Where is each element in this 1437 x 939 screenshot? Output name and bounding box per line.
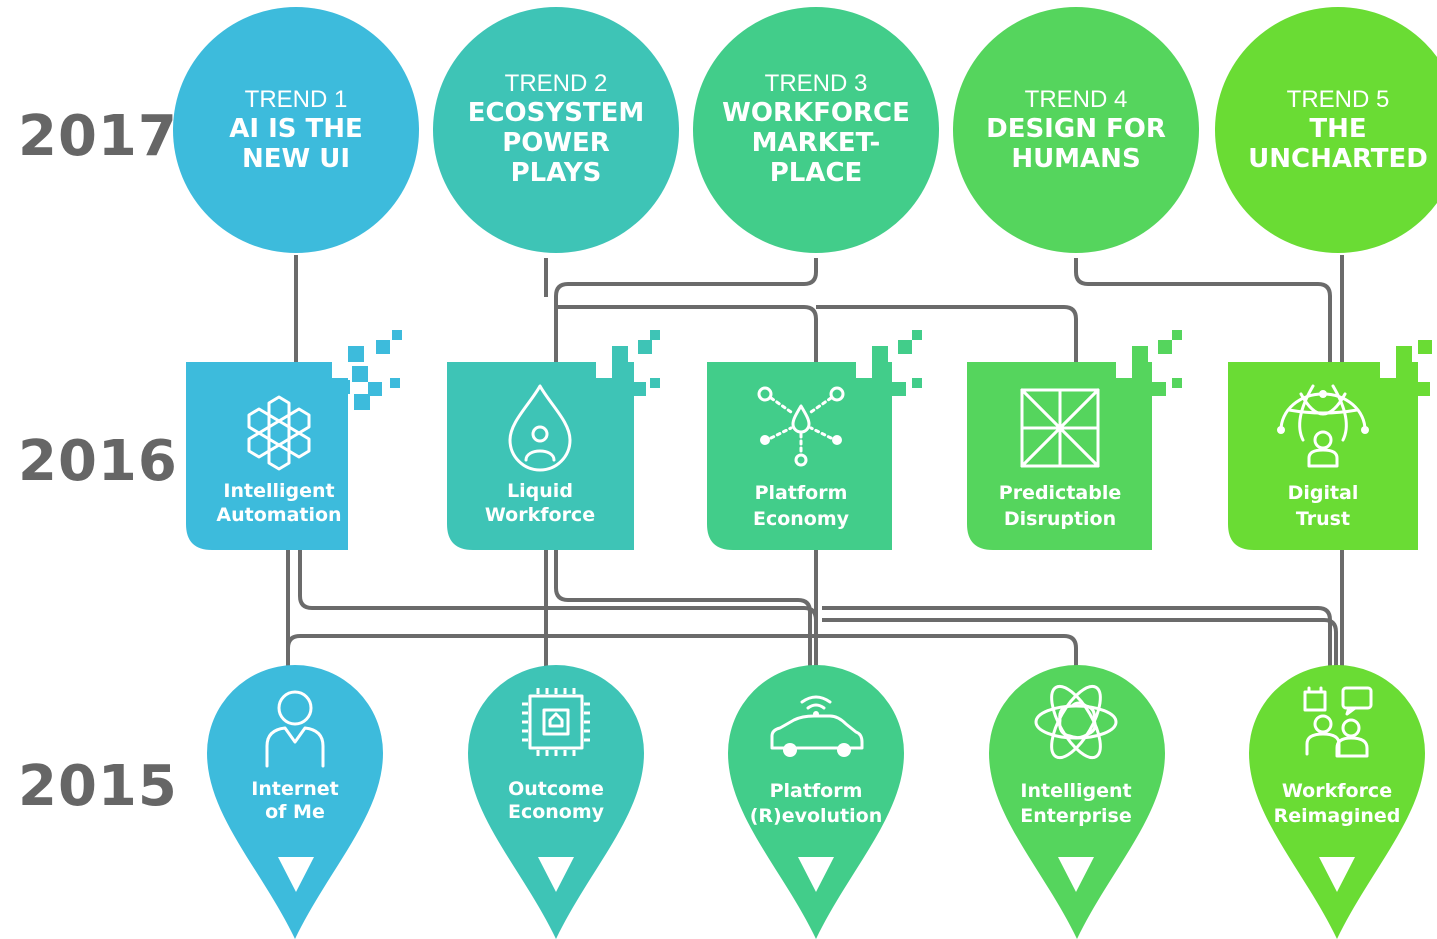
pin-4-label-line1: Intelligent xyxy=(1020,780,1131,802)
trend-2016-tile-5[interactable]: Digital Trust xyxy=(1228,340,1432,550)
down-triangle-icon xyxy=(1058,857,1094,892)
tile-4-label-line2: Disruption xyxy=(1004,508,1116,530)
pinwheel-icon xyxy=(1020,388,1100,468)
tile-3-label-line2: Economy xyxy=(753,508,850,530)
brain-atom-icon xyxy=(1034,684,1118,760)
trend-3-title-line3: PLACE xyxy=(770,158,863,188)
trend-2016-tile-2[interactable]: Liquid Workforce xyxy=(447,330,660,550)
pixel-decoration xyxy=(332,330,402,420)
tile-2-label-line1: Liquid xyxy=(507,480,573,502)
down-triangle-icon xyxy=(538,857,574,892)
trend-5-circle[interactable]: TREND 5 THE UNCHARTED xyxy=(1215,7,1437,253)
trend-2-title-line2: POWER xyxy=(502,128,610,158)
pixel-decoration xyxy=(596,330,660,420)
water-drop-person-icon xyxy=(508,384,572,472)
tile-5-label-line2: Trust xyxy=(1296,508,1350,530)
chip-icon xyxy=(522,688,590,756)
trend-3-number: TREND 3 xyxy=(765,70,868,97)
pin-3-label-line1: Platform xyxy=(770,780,863,802)
tile-4-label-line1: Predictable xyxy=(999,482,1121,504)
trend-4-title-line2: HUMANS xyxy=(1011,144,1140,174)
network-nodes-icon xyxy=(757,386,845,467)
pixel-decoration xyxy=(856,330,922,420)
down-triangle-icon xyxy=(798,857,834,892)
down-triangle-icon xyxy=(278,857,314,892)
trend-2-title-line1: ECOSYSTEM xyxy=(468,98,645,128)
trend-5-title-line2: UNCHARTED xyxy=(1248,144,1428,174)
trend-4-number: TREND 4 xyxy=(1025,86,1128,113)
trend-2016-tile-1[interactable]: Intelligent Automation xyxy=(186,330,402,550)
trend-4-title-line1: DESIGN FOR xyxy=(986,114,1166,144)
trend-1-title-line2: NEW UI xyxy=(242,144,350,174)
trend-3-title-line2: MARKET- xyxy=(752,128,881,158)
pin-4-label-line2: Enterprise xyxy=(1020,805,1132,827)
person-icon xyxy=(265,690,325,768)
pin-5-label-line1: Workforce xyxy=(1282,780,1392,802)
tile-1-label-line1: Intelligent xyxy=(223,480,334,502)
trend-1-title-line1: AI IS THE xyxy=(229,114,363,144)
pin-3-label-line2: (R)evolution xyxy=(750,805,883,827)
trend-2-circle[interactable]: TREND 2 ECOSYSTEM POWER PLAYS xyxy=(433,7,679,253)
trend-2016-tile-3[interactable]: Platform Economy xyxy=(707,330,922,550)
pixel-decoration xyxy=(1380,340,1432,420)
trend-2-number: TREND 2 xyxy=(505,70,608,97)
year-2017-label: 2017 xyxy=(18,104,178,169)
globe-person-icon xyxy=(1277,384,1369,468)
trend-2015-pin-4[interactable]: Intelligent Enterprise xyxy=(989,665,1165,939)
pin-1-label-line1: Internet xyxy=(251,778,338,800)
trend-2-title-line3: PLAYS xyxy=(511,158,602,188)
trend-4-circle[interactable]: TREND 4 DESIGN FOR HUMANS xyxy=(953,7,1199,253)
pin-2-label-line1: Outcome xyxy=(508,778,604,800)
trend-2016-tile-4[interactable]: Predictable Disruption xyxy=(967,330,1182,550)
connector-lines xyxy=(286,255,1344,672)
tile-5-label-line1: Digital xyxy=(1288,482,1359,504)
trend-5-number: TREND 5 xyxy=(1287,86,1390,113)
trend-2015-pin-3[interactable]: Platform (R)evolution xyxy=(728,665,904,939)
people-robot-icon xyxy=(1303,686,1373,758)
connected-car-icon xyxy=(770,695,864,757)
pin-1-label-line2: of Me xyxy=(265,801,325,823)
trend-1-circle[interactable]: TREND 1 AI IS THE NEW UI xyxy=(173,7,419,253)
year-2015-label: 2015 xyxy=(18,754,178,819)
tile-3-label-line1: Platform xyxy=(755,482,848,504)
hexagon-cluster-icon xyxy=(247,395,311,471)
trend-2015-pin-5[interactable]: Workforce Reimagined xyxy=(1249,665,1425,939)
tile-1-label-line2: Automation xyxy=(216,504,341,526)
down-triangle-icon xyxy=(1319,857,1355,892)
trend-2015-pin-2[interactable]: Outcome Economy xyxy=(468,665,644,939)
pin-2-label-line2: Economy xyxy=(508,801,605,823)
pixel-decoration xyxy=(1116,330,1182,420)
trend-5-title-line1: THE xyxy=(1309,114,1366,144)
tile-2-label-line2: Workforce xyxy=(485,504,595,526)
trend-3-circle[interactable]: TREND 3 WORKFORCE MARKET- PLACE xyxy=(693,7,939,253)
trend-1-number: TREND 1 xyxy=(245,86,348,113)
year-2016-label: 2016 xyxy=(18,429,178,494)
trend-3-title-line1: WORKFORCE xyxy=(722,98,910,128)
pin-5-label-line2: Reimagined xyxy=(1274,805,1401,827)
trend-2015-pin-1[interactable]: Internet of Me xyxy=(207,665,383,939)
